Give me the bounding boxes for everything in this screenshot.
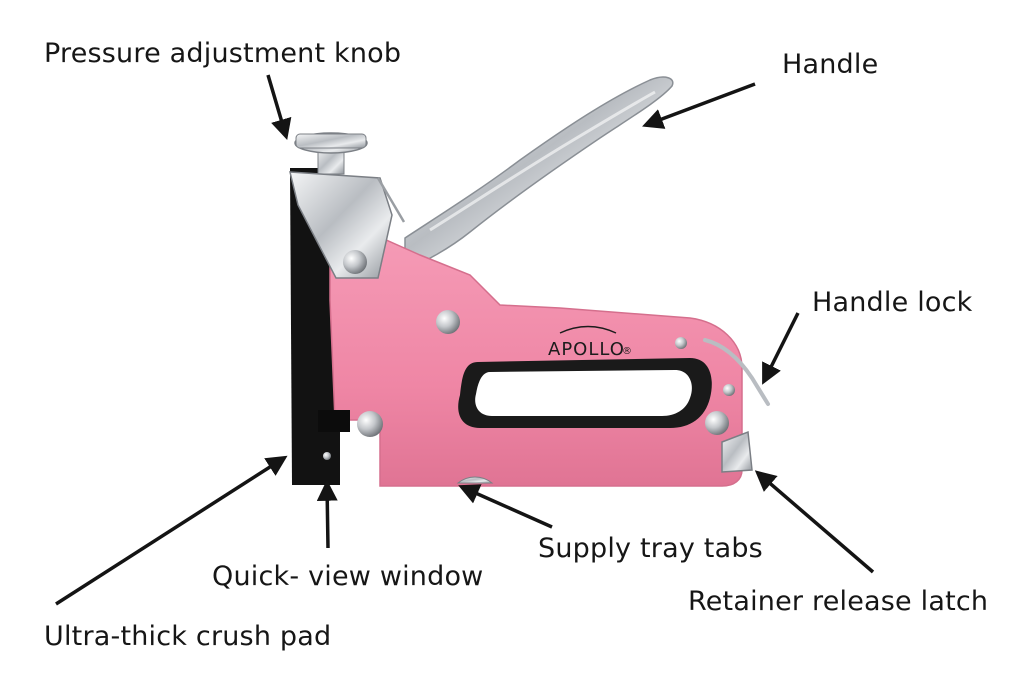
arrow-icon-knob: [266, 74, 292, 141]
rivet-rear-2: [723, 384, 735, 396]
arrow-icon-latch: [754, 470, 875, 574]
arrow-icon-handle-lock: [762, 312, 800, 385]
rivet-rear-3: [705, 411, 729, 435]
label-ultra-thick-crush-pad: Ultra-thick crush pad: [44, 621, 332, 652]
front-plate: [289, 171, 393, 279]
rivet-low: [357, 411, 383, 437]
handle-lever-shadow: [429, 90, 656, 232]
rivet-rear-1: [675, 337, 687, 349]
arrow-icon-crush-pad: [55, 455, 288, 606]
rivet-mid: [436, 310, 460, 334]
plate-spring: [376, 177, 406, 223]
retainer-release-latch[interactable]: [721, 430, 753, 473]
pressure-knob-rim: [295, 133, 367, 149]
handle-lever[interactable]: [404, 76, 674, 272]
grip-cutout-inner: [475, 370, 692, 416]
label-handle-lock: Handle lock: [812, 287, 973, 318]
label-pressure-adjustment-knob: Pressure adjustment knob: [44, 38, 402, 69]
supply-tray-tab[interactable]: [456, 476, 494, 484]
handle-lock[interactable]: [703, 338, 770, 406]
arrow-icon-handle: [642, 82, 756, 129]
brand-arc: [559, 325, 617, 334]
arrow-icon-quick-view: [316, 479, 338, 549]
label-handle: Handle: [782, 49, 879, 80]
rivet-top: [343, 250, 367, 274]
label-retainer-release-latch: Retainer release latch: [688, 586, 989, 617]
quick-view-window: [318, 410, 350, 432]
arrow-icon-supply-tabs: [458, 484, 553, 529]
label-quick-view-window: Quick- view window: [212, 561, 484, 592]
registered-mark: ®: [622, 346, 632, 357]
small-screw: [323, 452, 331, 460]
brand-logo: APOLLO: [548, 339, 625, 360]
label-supply-tray-tabs: Supply tray tabs: [538, 533, 763, 564]
